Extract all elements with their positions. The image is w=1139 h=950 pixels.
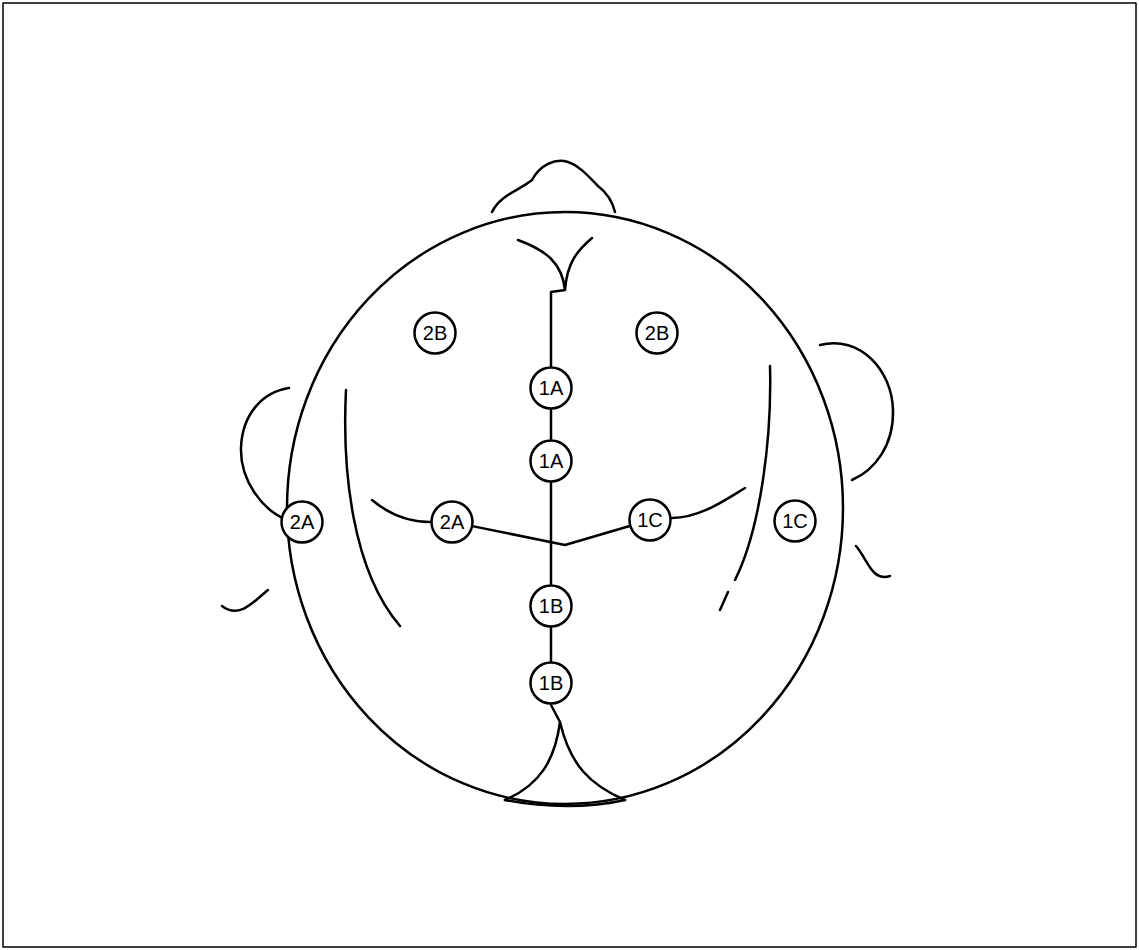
left-coronal-curve [345,390,400,626]
electrode-circle: 2A [280,500,324,544]
right-wavy-line [856,546,890,577]
connector-line [550,628,553,661]
electrode-label: 2A [290,511,314,533]
electrode-label: 1B [539,672,563,694]
electrode-label: 2B [423,322,447,344]
circle-outline [531,586,572,627]
occiput-curve [505,800,625,806]
electrode-circle: 1B [529,584,573,628]
circle-outline [630,500,671,541]
left-lateral-line [372,500,430,522]
electrode-circle: 1A [529,439,573,483]
electrode-label: 2A [440,511,464,533]
electrode-label: 2B [645,322,669,344]
circle-outline [531,441,572,482]
circle-outline [282,502,323,543]
head-outline [287,212,843,804]
electrode-label: 1A [539,377,563,399]
connector-line [550,410,553,439]
left-ear [241,388,289,520]
electrode-circle: 1B [529,661,573,705]
electrode-circle: 1C [628,498,672,542]
circle-outline [432,502,473,543]
circle-outline [415,313,456,354]
electrode-label: 1A [539,450,563,472]
midline-front [551,290,565,366]
electrode-circle: 2A [430,500,474,544]
electrode-label: 1B [539,595,563,617]
circle-outline [637,313,678,354]
nose [492,161,615,212]
frontal-fork [518,238,592,290]
electrode-label: 1C [637,509,663,531]
electrode-label: 1C [782,510,808,532]
frame [3,3,1136,947]
connector-line [474,526,629,545]
circle-outline [531,368,572,409]
left-wavy-line [222,590,268,611]
right-ear [820,343,893,480]
circle-outline [531,663,572,704]
electrode-circle: 1C [773,499,817,543]
connector-line [550,483,553,584]
electrode-circle: 2B [413,311,457,355]
electrode-circle: 2B [635,311,679,355]
electrode-circle: 1A [529,366,573,410]
right-lateral-line [672,488,745,518]
occipital-fork [505,705,625,800]
circle-outline [775,501,816,542]
